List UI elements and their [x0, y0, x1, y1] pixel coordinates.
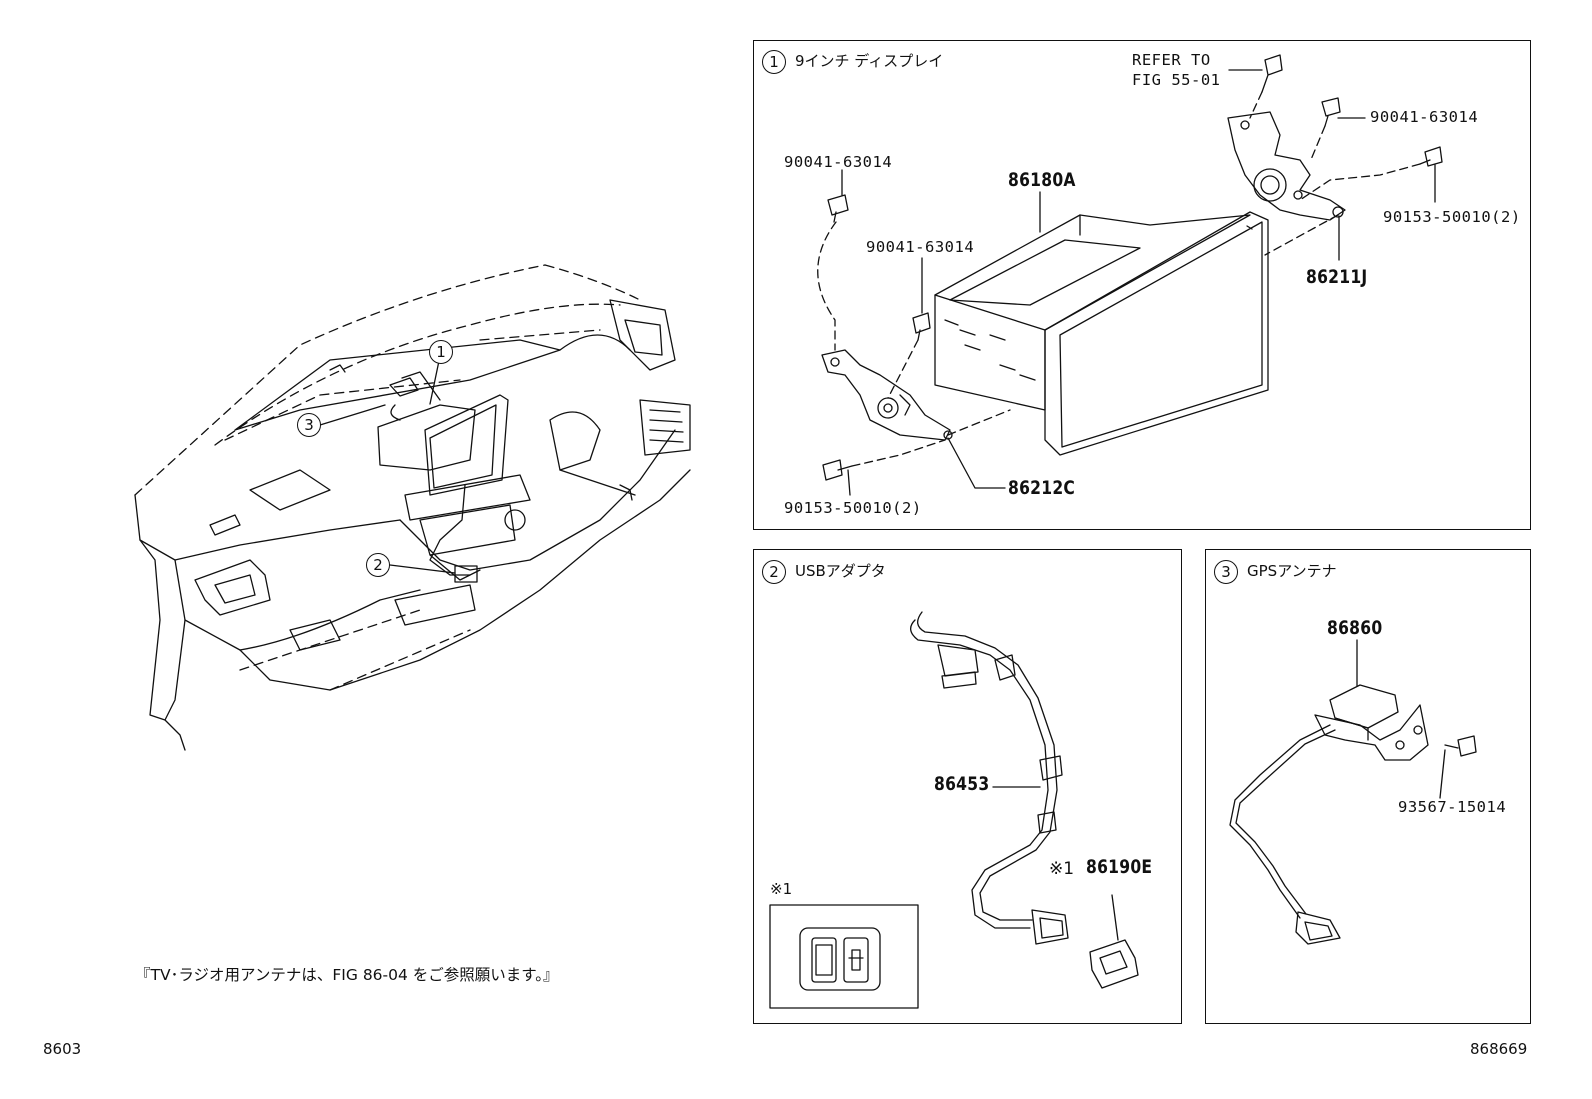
page-id-left: 8603	[43, 1040, 82, 1058]
part-86212C[interactable]: 86212C	[1008, 477, 1076, 499]
panel2-title: USBアダプタ	[795, 562, 886, 580]
part-86453[interactable]: 86453	[934, 773, 990, 795]
page-id-right: 868669	[1470, 1040, 1528, 1058]
panel3-number: 3	[1214, 560, 1238, 584]
jack-note-mark: ※1	[1049, 859, 1075, 879]
gps-antenna-illustration	[1229, 639, 1477, 945]
display-assembly-illustration	[817, 54, 1443, 496]
panel2-number: 2	[762, 560, 786, 584]
panel1-number: 1	[762, 50, 786, 74]
part-90153-50010-left[interactable]: 90153-50010(2)	[784, 499, 922, 517]
part-86860[interactable]: 86860	[1327, 617, 1383, 639]
part-90041-63014-top-right[interactable]: 90041-63014	[1370, 108, 1479, 126]
part-90041-63014-left-mid[interactable]: 90041-63014	[866, 238, 975, 256]
panel-gps-antenna	[1205, 549, 1531, 1024]
part-93567-15014[interactable]: 93567-15014	[1398, 798, 1507, 816]
callout-3[interactable]: 3	[297, 413, 321, 437]
part-86180A[interactable]: 86180A	[1008, 169, 1076, 191]
part-86190E[interactable]: 86190E	[1086, 856, 1153, 878]
callout-1[interactable]: 1	[429, 340, 453, 364]
refer-line-1: REFER TO	[1132, 51, 1211, 69]
inset-note-mark: ※1	[770, 880, 793, 898]
panel-9inch-display	[753, 40, 1531, 530]
part-86211J[interactable]: 86211J	[1306, 266, 1368, 288]
callout-2[interactable]: 2	[366, 553, 390, 577]
panel-usb-adapter	[753, 549, 1182, 1024]
part-90041-63014-left-top[interactable]: 90041-63014	[784, 153, 893, 171]
refer-line-2[interactable]: FIG 55-01	[1132, 71, 1221, 89]
panel3-title: GPSアンテナ	[1247, 562, 1337, 580]
antenna-reference-note: 『TV･ラジオ用アンテナは、FIG 86-04 をご参照願います。』	[135, 966, 559, 984]
usb-adapter-illustration	[769, 611, 1139, 1009]
dashboard-illustration	[134, 264, 691, 751]
panel1-title: 9インチ ディスプレイ	[795, 52, 944, 70]
part-90153-50010-right[interactable]: 90153-50010(2)	[1383, 208, 1521, 226]
